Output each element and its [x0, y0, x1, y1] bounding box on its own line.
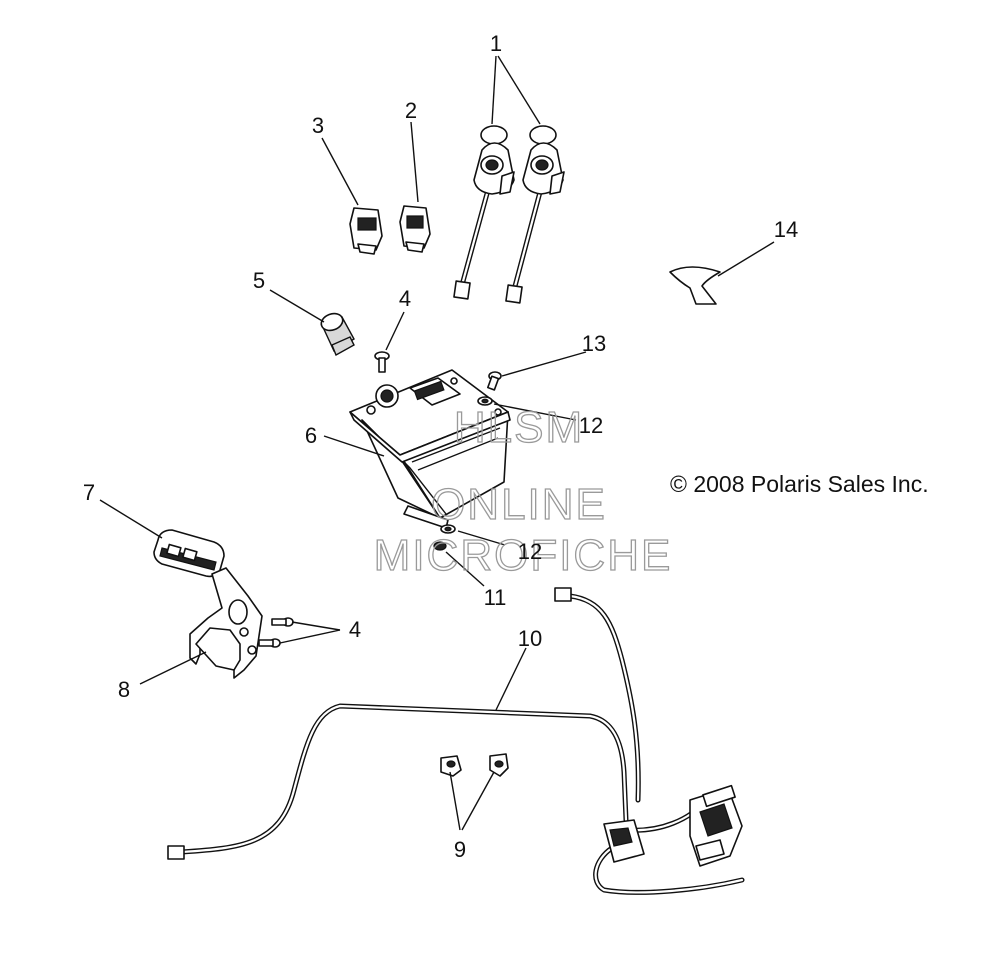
part-10-harness — [167, 587, 745, 895]
callout-12-lower: 12 — [518, 539, 542, 564]
part-4-screw-top — [374, 351, 390, 373]
callout-7: 7 — [83, 480, 95, 505]
callout-1: 1 — [490, 31, 502, 56]
callout-12-upper: 12 — [579, 413, 603, 438]
part-12-washer-bottom — [440, 524, 456, 534]
callout-9: 9 — [454, 837, 466, 862]
part-4-screw-bracket-lower — [258, 638, 281, 648]
callout-6: 6 — [305, 423, 317, 448]
part-9-grommet-right — [489, 753, 509, 777]
callout-2: 2 — [405, 98, 417, 123]
part-4-screw-bracket-upper — [271, 617, 294, 627]
callout-5: 5 — [253, 268, 265, 293]
watermark-line-2: ONLINE — [431, 480, 607, 529]
callout-4-lower: 4 — [349, 617, 361, 642]
part-11-nut — [433, 541, 447, 551]
leader-lines — [99, 55, 775, 831]
part-2-switch — [399, 205, 431, 253]
part-1-socket-left — [453, 125, 515, 300]
callout-10: 10 — [518, 626, 542, 651]
callouts: 1 2 3 4 5 6 7 8 9 10 11 12 12 13 14 4 — [83, 31, 798, 862]
part-12-washer-top — [477, 396, 493, 406]
part-8-bracket — [189, 567, 263, 679]
part-7-switch-pod — [153, 529, 225, 578]
copyright-text: © 2008 Polaris Sales Inc. — [670, 471, 929, 497]
part-13-screw — [486, 371, 502, 391]
part-9-grommet-left — [440, 755, 462, 777]
callout-13: 13 — [582, 331, 606, 356]
callout-3: 3 — [312, 113, 324, 138]
watermark: HLSM ONLINE MICROFICHE — [373, 402, 673, 580]
watermark-line-1: HLSM — [454, 403, 584, 452]
callout-8: 8 — [118, 677, 130, 702]
callout-11: 11 — [484, 585, 507, 610]
part-14-clip — [669, 266, 721, 305]
watermark-line-3: MICROFICHE — [374, 531, 673, 580]
callout-14: 14 — [774, 217, 798, 242]
part-5-cap — [320, 312, 355, 356]
part-3-switch — [349, 207, 383, 255]
part-1-socket-right — [505, 125, 565, 304]
part-6-module — [349, 369, 511, 529]
callout-4: 4 — [399, 286, 411, 311]
